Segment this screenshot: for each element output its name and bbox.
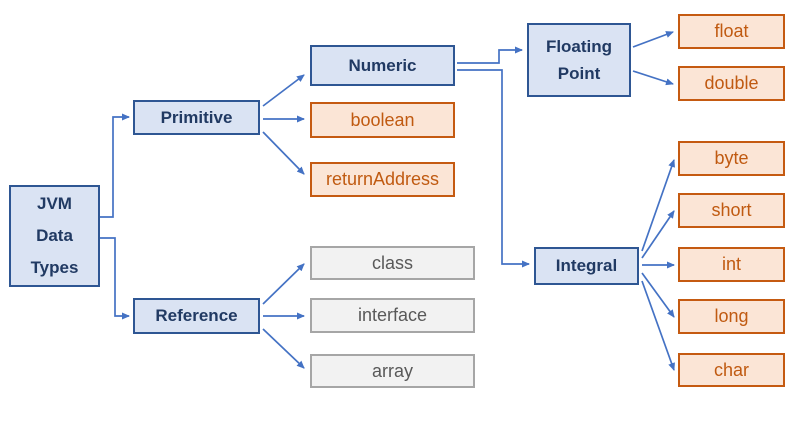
edge-integral-long <box>641 272 675 318</box>
node-array-label: array <box>371 360 413 381</box>
node-short-label: short <box>711 200 752 221</box>
edge-jvm-reference <box>100 237 130 320</box>
node-double: double <box>678 66 785 101</box>
edge-reference-class <box>262 263 305 305</box>
edge-numeric-integral <box>457 69 530 268</box>
node-char-label: char <box>713 359 749 380</box>
node-int-label: int <box>721 254 741 275</box>
edge-integral-byte <box>641 159 675 252</box>
node-return-address: returnAddress <box>310 162 455 197</box>
node-array: array <box>310 354 475 388</box>
node-numeric-label: Numeric <box>348 55 417 75</box>
node-double-label: double <box>704 73 759 94</box>
node-interface: interface <box>310 298 475 333</box>
node-return-address-label: returnAddress <box>325 169 440 190</box>
edge-reference-array <box>262 328 305 369</box>
node-interface-label: interface <box>357 305 428 326</box>
node-long-label: long <box>714 306 749 327</box>
edge-primitive-numeric <box>262 74 305 107</box>
node-float-label: float <box>714 21 749 42</box>
node-floating-point-label: Floating Point <box>545 36 613 83</box>
node-boolean-label: boolean <box>350 109 415 130</box>
node-primitive-label: Primitive <box>160 107 233 127</box>
node-char: char <box>678 353 785 387</box>
edge-fp-float <box>632 31 674 48</box>
edge-jvm-primitive <box>100 113 130 218</box>
node-integral: Integral <box>534 247 639 285</box>
node-int: int <box>678 247 785 282</box>
node-class: class <box>310 246 475 280</box>
node-numeric: Numeric <box>310 45 455 86</box>
node-primitive: Primitive <box>133 100 260 135</box>
edge-integral-char <box>641 280 675 371</box>
node-short: short <box>678 193 785 228</box>
node-long: long <box>678 299 785 334</box>
node-byte-label: byte <box>714 148 749 169</box>
edge-primitive-returnaddress <box>262 131 305 175</box>
edge-integral-short <box>641 210 675 259</box>
node-float: float <box>678 14 785 49</box>
node-jvm-data-types-label: JVM Data Types <box>30 193 79 278</box>
node-integral-label: Integral <box>555 256 618 276</box>
node-reference-label: Reference <box>155 306 238 326</box>
node-reference: Reference <box>133 298 260 334</box>
edge-fp-double <box>632 70 674 86</box>
node-class-label: class <box>371 252 413 273</box>
node-floating-point: Floating Point <box>527 23 631 97</box>
node-boolean: boolean <box>310 102 455 138</box>
edge-numeric-floatingpoint <box>457 46 523 64</box>
node-byte: byte <box>678 141 785 176</box>
node-jvm-data-types: JVM Data Types <box>9 185 100 287</box>
